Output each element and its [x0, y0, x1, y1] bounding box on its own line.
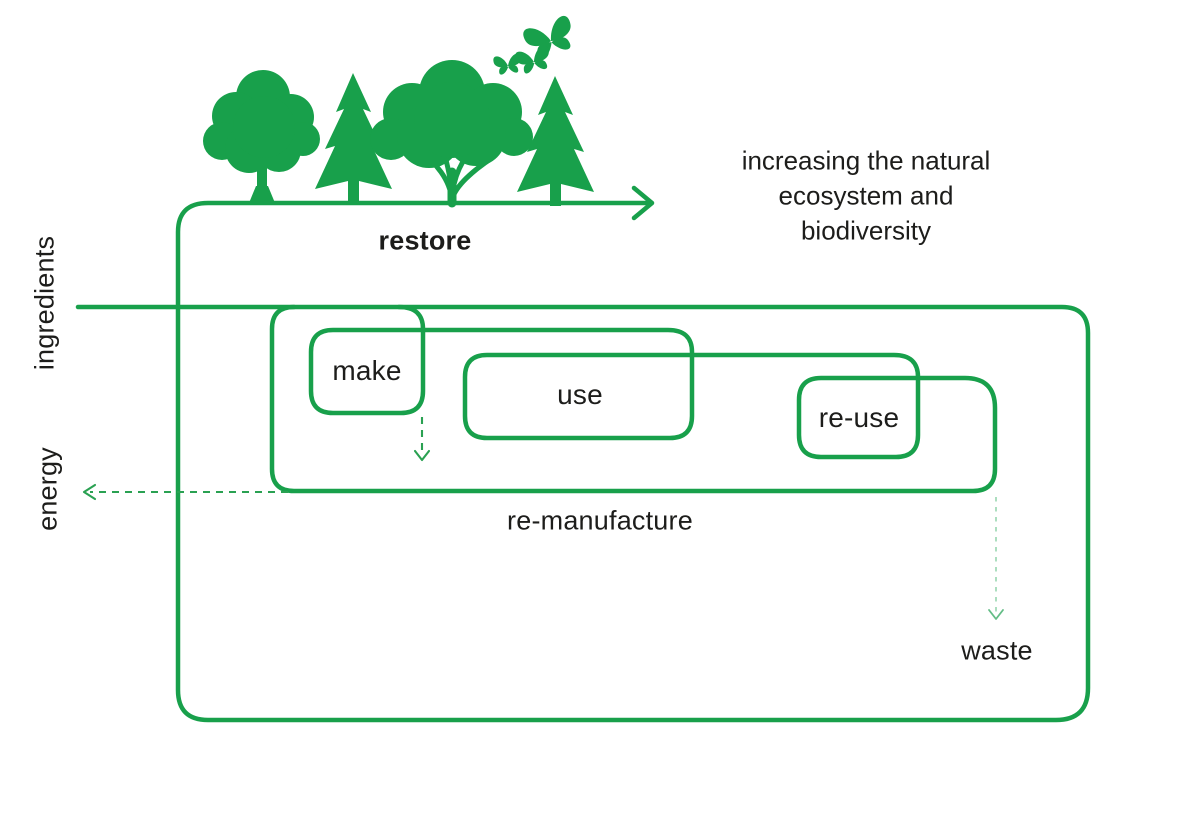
- butterfly-icon: [493, 53, 521, 75]
- energy-arrowhead-icon: [82, 483, 97, 501]
- restore-arrowhead-icon: [631, 185, 655, 221]
- deciduous-tree-icon: [203, 70, 320, 203]
- pine-tree-icon: [315, 73, 392, 203]
- outer-cycle-line: [75, 200, 1091, 723]
- broadleaf-tree-icon: [370, 60, 533, 208]
- label-remanufacture: re-manufacture: [507, 505, 693, 536]
- make-output-arrowhead-icon: [413, 449, 431, 462]
- label-restore: restore: [378, 225, 472, 256]
- label-annotation: increasing the natural ecosystem and bio…: [742, 144, 991, 249]
- annotation-line: ecosystem and: [778, 180, 954, 211]
- label-reuse: re-use: [818, 402, 900, 433]
- inner-loops-line: [269, 304, 998, 494]
- label-waste: waste: [961, 635, 1033, 666]
- waste-arrowhead-icon: [988, 609, 1004, 620]
- label-energy: energy: [32, 447, 63, 531]
- butterfly-icon: [523, 15, 571, 59]
- annotation-line: increasing the natural: [741, 145, 991, 176]
- label-use: use: [557, 379, 603, 410]
- label-make: make: [332, 355, 402, 386]
- annotation-line: biodiversity: [800, 215, 932, 246]
- label-ingredients: ingredients: [29, 235, 60, 371]
